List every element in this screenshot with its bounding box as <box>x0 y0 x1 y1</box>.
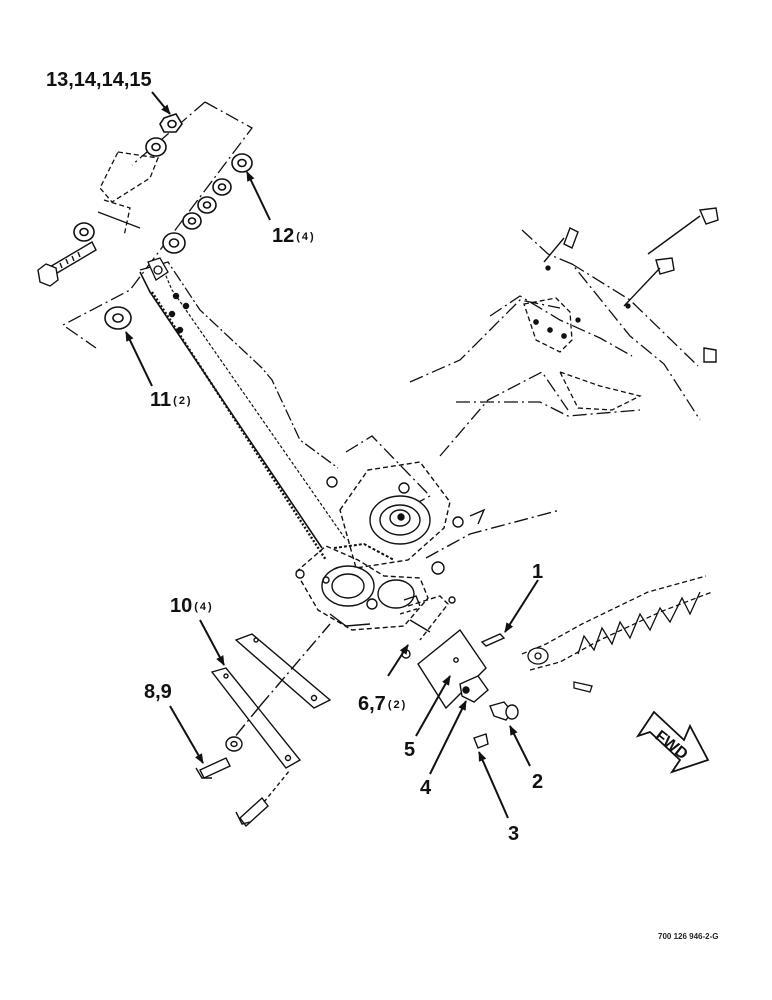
spacer-plates <box>210 623 332 769</box>
upper-bolt <box>37 241 97 287</box>
callout-2-label: 2 <box>532 771 544 793</box>
callout-13-label: 13,14,14,15 <box>46 69 152 91</box>
callout-12: 12(4) <box>272 226 316 246</box>
gearbox-housing <box>295 461 561 631</box>
callout-1: 1 <box>532 562 543 582</box>
washer-group <box>73 113 253 330</box>
frame-right <box>345 229 701 515</box>
callout-5: 5 <box>404 740 415 760</box>
callout-1-label: 1 <box>532 561 544 583</box>
frame-bolts <box>543 207 719 363</box>
callout-10: 10(4) <box>170 596 214 616</box>
callout-6-7-qty: (2) <box>387 699 408 711</box>
callout-5-label: 5 <box>404 739 416 761</box>
callout-4-label: 4 <box>420 777 432 799</box>
leader-lines <box>125 91 539 819</box>
diagonal-arm <box>139 257 347 561</box>
fwd-direction-arrow: FWD <box>635 710 710 774</box>
callout-8-9: 8,9 <box>144 682 172 702</box>
knife-section <box>521 575 713 693</box>
callout-3: 3 <box>508 824 519 844</box>
callout-8-9-label: 8,9 <box>144 681 172 703</box>
callout-10-qty: (4) <box>194 601 214 613</box>
lower-bolts <box>195 736 291 828</box>
drawing-code: 700 126 946-2-G <box>658 932 719 941</box>
callout-13-14-14-15: 13,14,14,15 <box>46 70 152 90</box>
callout-11: 11(2) <box>150 390 193 410</box>
callout-12-qty: (4) <box>296 231 316 243</box>
callout-11-label: 11 <box>150 389 172 411</box>
callout-3-label: 3 <box>508 823 520 845</box>
drive-parts <box>399 595 519 749</box>
callout-6-7-label: 6,7 <box>358 693 386 715</box>
callout-12-label: 12 <box>272 225 295 247</box>
callout-6-7: 6,7(2) <box>358 694 407 714</box>
callout-4: 4 <box>420 778 431 798</box>
callout-10-label: 10 <box>170 595 193 617</box>
callout-11-qty: (2) <box>173 395 193 407</box>
callout-2: 2 <box>532 772 543 792</box>
